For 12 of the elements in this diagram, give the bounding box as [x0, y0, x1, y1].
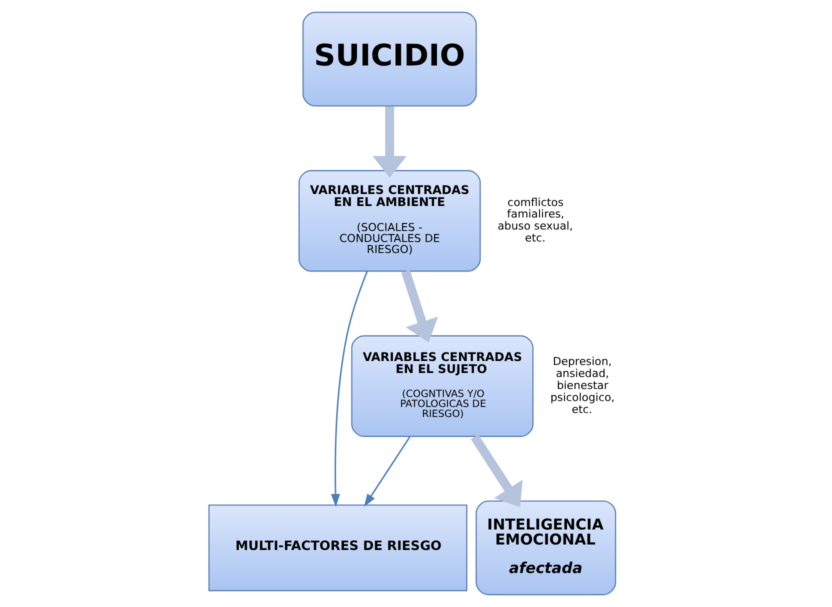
node-box: INTELIGENCIA EMOCIONAL afectada [476, 500, 616, 596]
arrow [401, 270, 438, 342]
node-box: SUICIDIO [302, 12, 477, 107]
node-label: comflictos famialires, abuso sexual, etc. [498, 196, 573, 245]
arrow [372, 106, 407, 178]
arrow [364, 436, 410, 507]
node-label: Depresion, ansiedad, bienestar psicologico, etc. [550, 355, 615, 416]
arrow [470, 434, 523, 508]
node-box: MULTI-FACTORES DE RIESGO [208, 504, 468, 592]
arrow [330, 271, 368, 507]
node-box: VARIABLES CENTRADAS EN EL AMBIENTE (SOCIALES - CONDUCTALES DE RIESGO) [298, 170, 481, 272]
node-box: VARIABLES CENTRADAS EN EL SUJETO (COGNTIVAS Y/O PATOLOGICAS DE RIESGO) [351, 335, 534, 437]
